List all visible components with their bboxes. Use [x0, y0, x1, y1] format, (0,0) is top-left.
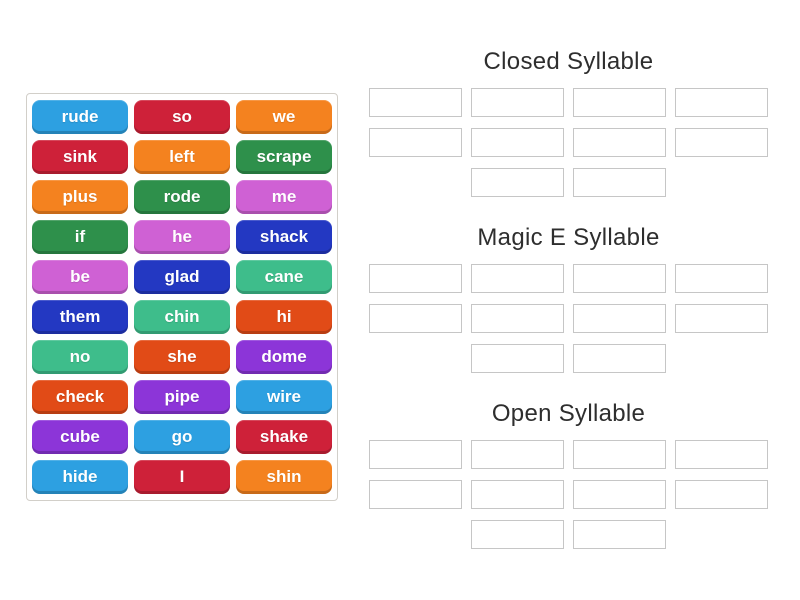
- word-tile[interactable]: rude: [32, 100, 128, 134]
- answer-slot[interactable]: [369, 480, 462, 509]
- answer-slot[interactable]: [369, 264, 462, 293]
- answer-slot[interactable]: [471, 304, 564, 333]
- answer-slot[interactable]: [573, 440, 666, 469]
- answer-slot[interactable]: [369, 128, 462, 157]
- word-tile[interactable]: we: [236, 100, 332, 134]
- answer-slot[interactable]: [573, 168, 666, 197]
- answer-slot[interactable]: [471, 520, 564, 549]
- slot-row: [369, 168, 768, 197]
- group-section: Closed Syllable: [369, 48, 768, 197]
- answer-slot[interactable]: [471, 128, 564, 157]
- group-title: Open Syllable: [491, 400, 646, 427]
- answer-slot[interactable]: [369, 440, 462, 469]
- answer-slot[interactable]: [573, 264, 666, 293]
- group-section: Open Syllable: [369, 400, 768, 549]
- word-tile[interactable]: them: [32, 300, 128, 334]
- answer-slot[interactable]: [675, 88, 768, 117]
- answer-slot[interactable]: [369, 88, 462, 117]
- word-tile[interactable]: dome: [236, 340, 332, 374]
- slot-row: [369, 264, 768, 293]
- answer-slot[interactable]: [573, 520, 666, 549]
- word-tile[interactable]: she: [134, 340, 230, 374]
- slot-row: [369, 304, 768, 333]
- answer-slot[interactable]: [675, 304, 768, 333]
- word-tile[interactable]: shake: [236, 420, 332, 454]
- word-tile[interactable]: so: [134, 100, 230, 134]
- group-title: Magic E Syllable: [477, 224, 660, 251]
- answer-slot[interactable]: [471, 440, 564, 469]
- word-tile[interactable]: be: [32, 260, 128, 294]
- slot-row: [369, 440, 768, 469]
- word-tile[interactable]: if: [32, 220, 128, 254]
- word-tile[interactable]: he: [134, 220, 230, 254]
- word-tile[interactable]: check: [32, 380, 128, 414]
- answer-slot[interactable]: [675, 440, 768, 469]
- answer-slot[interactable]: [573, 344, 666, 373]
- word-tile[interactable]: hi: [236, 300, 332, 334]
- group-section: Magic E Syllable: [369, 224, 768, 373]
- answer-slot[interactable]: [675, 128, 768, 157]
- word-tile[interactable]: shack: [236, 220, 332, 254]
- word-tile[interactable]: rode: [134, 180, 230, 214]
- answer-slot[interactable]: [471, 168, 564, 197]
- word-tile[interactable]: left: [134, 140, 230, 174]
- word-tile[interactable]: scrape: [236, 140, 332, 174]
- word-tile[interactable]: me: [236, 180, 332, 214]
- answer-slot[interactable]: [369, 304, 462, 333]
- word-tile[interactable]: cube: [32, 420, 128, 454]
- slot-row: [369, 344, 768, 373]
- answer-slot[interactable]: [471, 344, 564, 373]
- slot-row: [369, 128, 768, 157]
- word-tile[interactable]: pipe: [134, 380, 230, 414]
- answer-slot[interactable]: [675, 264, 768, 293]
- word-tile[interactable]: I: [134, 460, 230, 494]
- answer-slot[interactable]: [471, 88, 564, 117]
- answer-slot[interactable]: [573, 88, 666, 117]
- word-tile[interactable]: chin: [134, 300, 230, 334]
- word-tile[interactable]: hide: [32, 460, 128, 494]
- slot-row: [369, 88, 768, 117]
- answer-slot[interactable]: [573, 480, 666, 509]
- answer-slot[interactable]: [675, 480, 768, 509]
- slot-row: [369, 520, 768, 549]
- answer-slot[interactable]: [573, 304, 666, 333]
- group-title: Closed Syllable: [483, 48, 654, 75]
- word-tile[interactable]: wire: [236, 380, 332, 414]
- word-tile[interactable]: sink: [32, 140, 128, 174]
- word-tile[interactable]: cane: [236, 260, 332, 294]
- slot-row: [369, 480, 768, 509]
- word-tile[interactable]: go: [134, 420, 230, 454]
- word-tile[interactable]: shin: [236, 460, 332, 494]
- word-tile[interactable]: glad: [134, 260, 230, 294]
- word-tile[interactable]: plus: [32, 180, 128, 214]
- word-tile[interactable]: no: [32, 340, 128, 374]
- answer-slot[interactable]: [471, 264, 564, 293]
- answer-slot[interactable]: [573, 128, 666, 157]
- answer-slot[interactable]: [471, 480, 564, 509]
